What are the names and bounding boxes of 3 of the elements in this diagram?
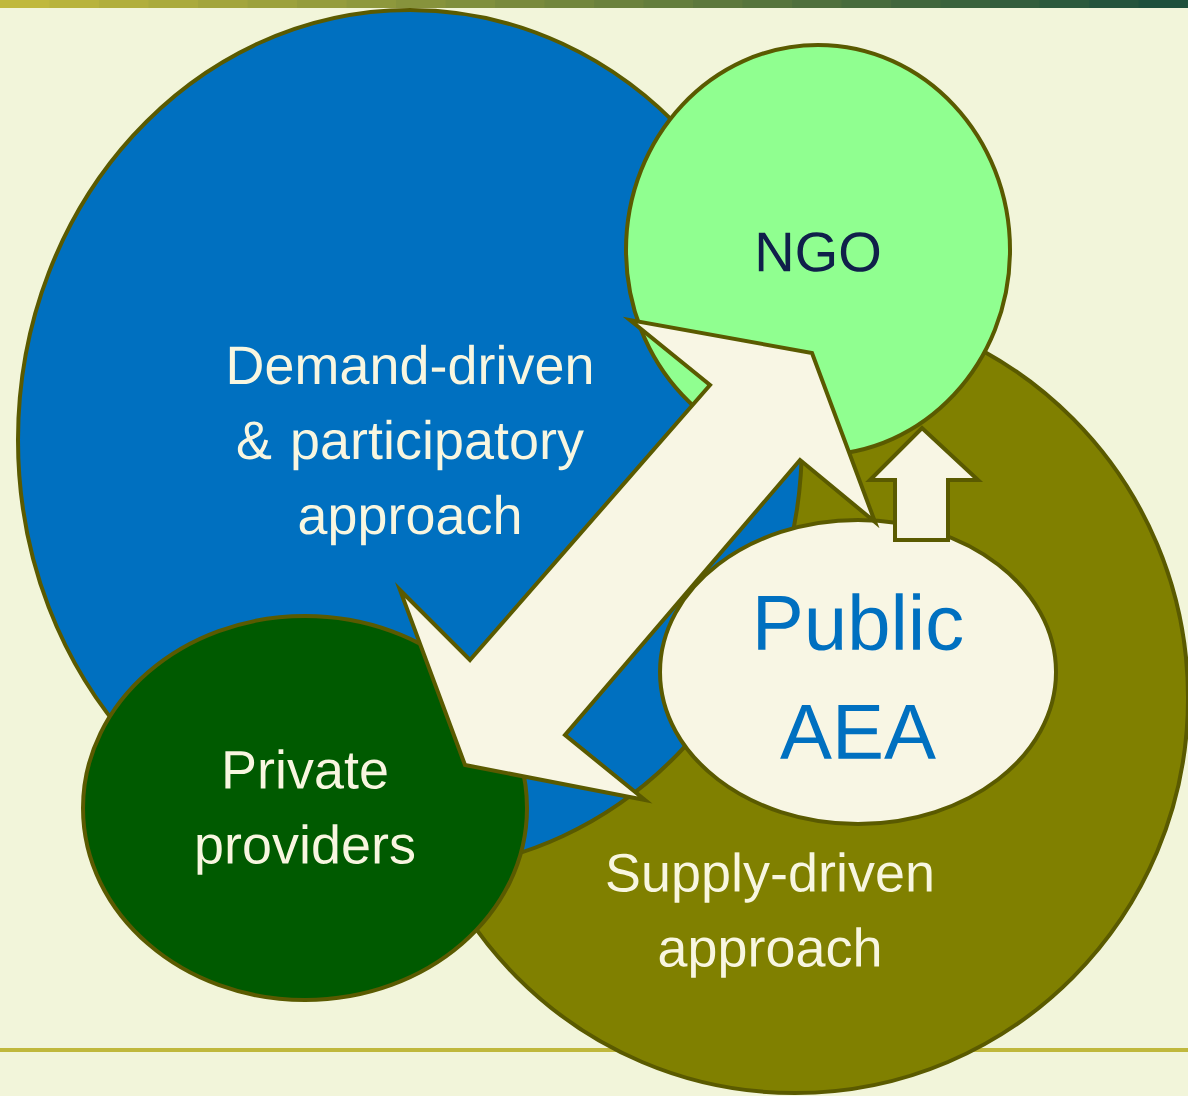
block-arrow	[865, 425, 984, 542]
ellipse-node: Private providers	[81, 614, 529, 1002]
ellipse-node: Public AEA	[658, 518, 1058, 826]
